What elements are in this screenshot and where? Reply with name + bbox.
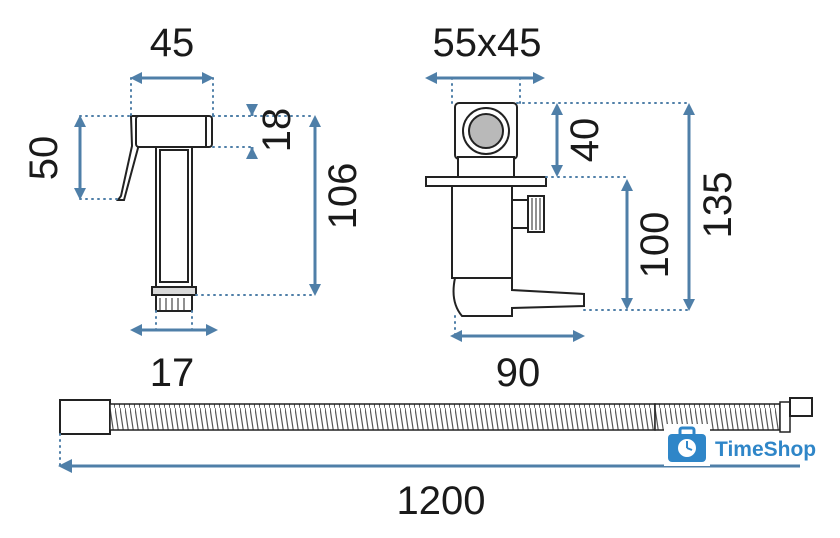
sprayer-dimensions bbox=[74, 72, 321, 336]
sprayer-head bbox=[135, 115, 213, 148]
valve-dimensions bbox=[425, 72, 695, 342]
valve-base bbox=[452, 277, 585, 317]
valve-knob bbox=[468, 113, 504, 149]
dim-label-50: 50 bbox=[22, 136, 66, 181]
sprayer-nut bbox=[151, 286, 197, 296]
hose-connector-right bbox=[789, 397, 813, 417]
wall-valve bbox=[425, 102, 585, 317]
valve-neck bbox=[457, 156, 515, 178]
dim-label-1200: 1200 bbox=[397, 479, 486, 523]
dim-label-90: 90 bbox=[496, 351, 541, 395]
dim-label-45: 45 bbox=[150, 21, 195, 65]
dim-label-106: 106 bbox=[321, 163, 365, 230]
dim-label-40: 40 bbox=[563, 118, 607, 163]
hose bbox=[59, 397, 813, 435]
dim-label-55x45: 55x45 bbox=[433, 21, 542, 65]
valve-flange bbox=[425, 176, 547, 187]
dim-label-100: 100 bbox=[633, 212, 677, 279]
hose-connector-left bbox=[59, 399, 111, 435]
sprayer-thread bbox=[155, 294, 193, 312]
brand-name: TimeShop bbox=[715, 438, 816, 461]
dim-label-17: 17 bbox=[150, 351, 195, 395]
dim-label-135: 135 bbox=[696, 172, 740, 239]
valve-body bbox=[451, 185, 513, 279]
hand-sprayer bbox=[116, 115, 213, 312]
brand-logo: TimeShop bbox=[664, 424, 832, 466]
dim-label-18: 18 bbox=[255, 108, 299, 153]
hose-body bbox=[109, 403, 656, 431]
